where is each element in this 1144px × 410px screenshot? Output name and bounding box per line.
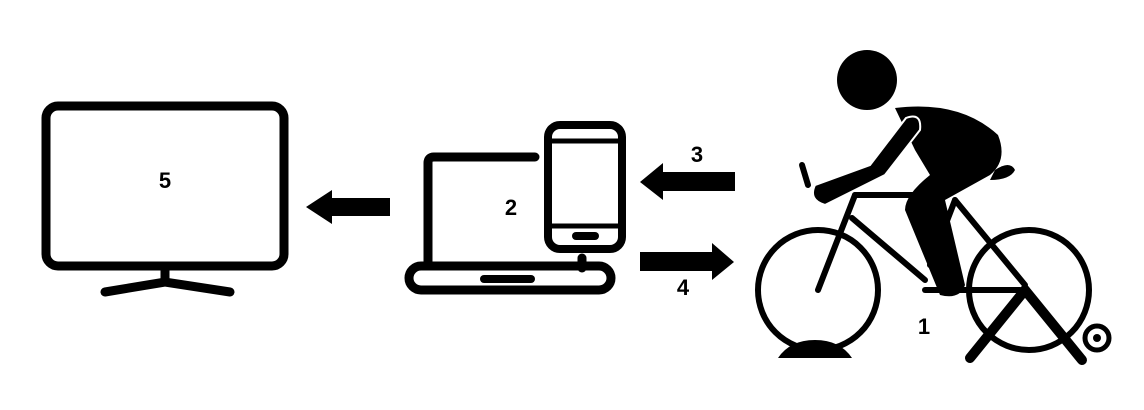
arrow-left-icon <box>640 163 735 200</box>
trackpad <box>480 275 535 283</box>
arrow-left-icon <box>306 190 390 224</box>
laptop-icon <box>404 152 616 295</box>
cyclist-on-trainer-icon <box>755 50 1112 365</box>
label-tv: 5 <box>158 168 172 193</box>
smartphone-icon <box>544 121 626 253</box>
label-arrow-in: 3 <box>690 142 704 167</box>
tv-icon <box>41 101 289 297</box>
label-bike: 1 <box>917 314 931 339</box>
label-arrow-out: 4 <box>676 275 690 300</box>
arrow-right-icon <box>640 243 734 280</box>
label-device: 2 <box>504 195 518 220</box>
